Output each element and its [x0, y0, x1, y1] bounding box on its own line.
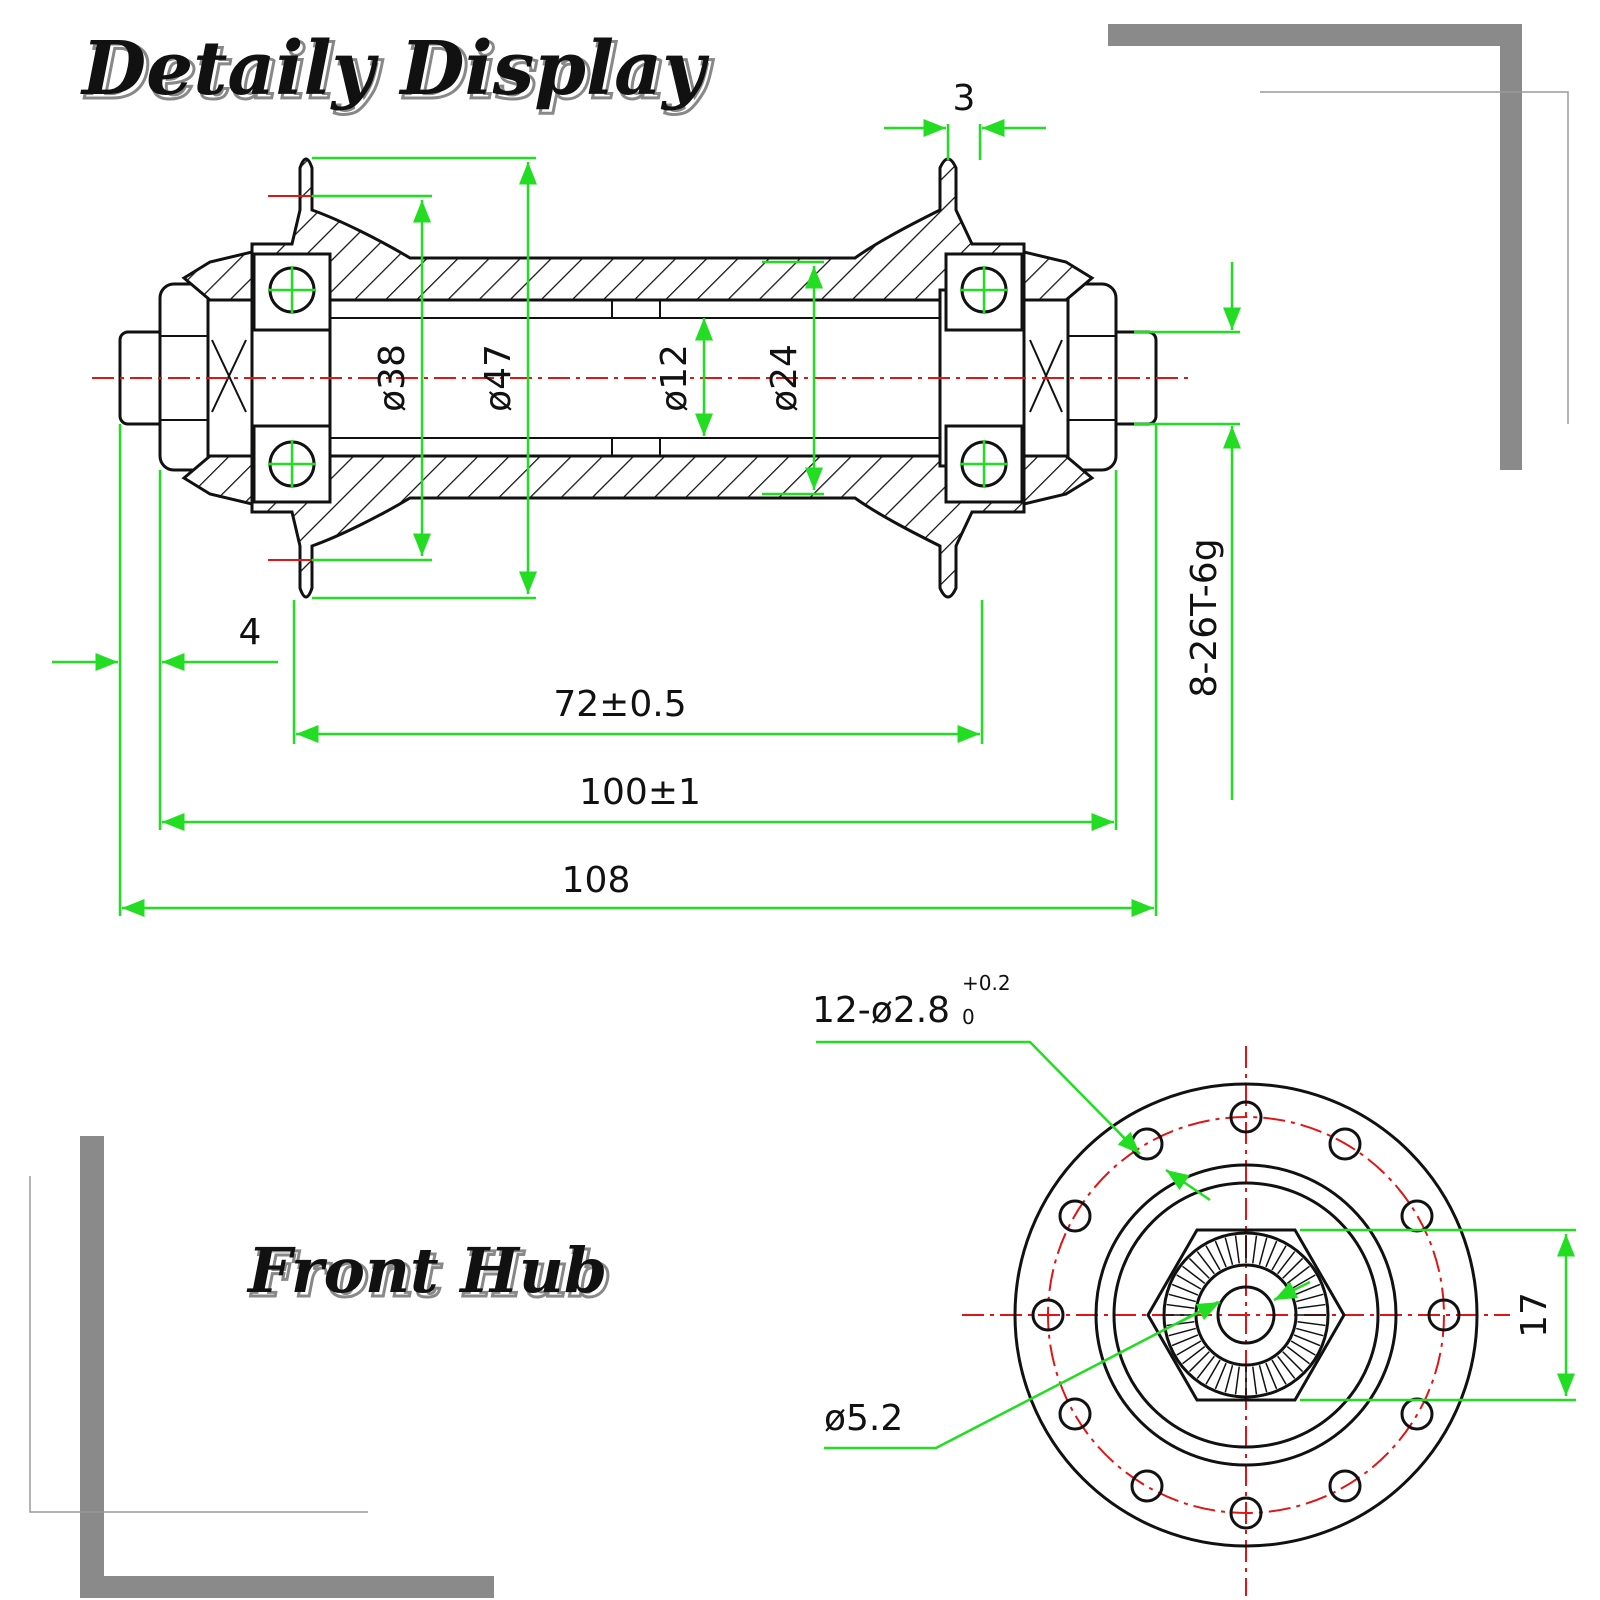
washer-serration — [1297, 1321, 1326, 1327]
washer-serration — [1205, 1359, 1221, 1385]
frame-corner-top-right — [1108, 24, 1569, 470]
washer-serration — [1168, 1293, 1196, 1303]
washer-serration — [1234, 1366, 1240, 1395]
washer-outer — [1162, 1231, 1330, 1399]
washer-serration — [1214, 1240, 1227, 1268]
washer-serration — [1265, 1240, 1278, 1268]
dim-overall-length: 108 — [562, 860, 631, 901]
dim-hex-size: 17 — [1514, 1292, 1555, 1338]
washer-serration — [1282, 1257, 1304, 1279]
washer-serration — [1188, 1257, 1210, 1279]
washer-serration — [1293, 1283, 1321, 1296]
washer-serration — [1282, 1351, 1304, 1373]
subtitle: Front Hub — [246, 1234, 607, 1307]
dim-d38: ø38 — [372, 344, 413, 412]
washer-serration — [1277, 1355, 1296, 1379]
dim-d24: ø24 — [764, 344, 805, 412]
title-shadow: Detaily Display — [84, 30, 714, 116]
dim-spoke-holes-lower: 0 — [962, 1005, 975, 1029]
washer-serration — [1286, 1346, 1310, 1365]
subtitle-shadow: Front Hub — [250, 1238, 611, 1311]
pitch-circle — [1047, 1116, 1445, 1514]
dim-spoke-holes-tolerance: +0.2 — [962, 971, 1011, 995]
washer-serration — [1252, 1235, 1258, 1264]
washer-serration — [1205, 1245, 1221, 1271]
hub-body-inner — [1112, 1181, 1380, 1449]
washer-serration — [1188, 1351, 1210, 1373]
subtitle-group: Front Hub Front Hub — [246, 1234, 613, 1313]
washer-serration — [1176, 1340, 1202, 1356]
washer-serration — [1171, 1283, 1199, 1296]
dim-bore: ø5.2 — [824, 1398, 903, 1439]
washer-serration — [1290, 1340, 1316, 1356]
washer-serration — [1196, 1251, 1215, 1275]
title-group: Detaily Display Detaily Display — [80, 26, 716, 118]
washer-serration — [1166, 1303, 1195, 1309]
washer-serration — [1176, 1274, 1202, 1290]
dim-spoke-holes: 12-ø2.8 — [812, 990, 950, 1031]
washer-serration — [1196, 1355, 1215, 1379]
washer-serration — [1271, 1245, 1287, 1271]
dim-d47: ø47 — [478, 344, 519, 412]
dim-left-offset: 4 — [239, 612, 262, 653]
washer-serration — [1168, 1327, 1196, 1337]
dim-d12: ø12 — [654, 344, 695, 412]
washer-serration — [1171, 1334, 1199, 1347]
side-view-dimensions: 3 ø38 ø47 ø12 ø24 8-26T-6g 4 — [52, 78, 1241, 917]
washer-serration — [1214, 1362, 1227, 1390]
washer-serration — [1293, 1334, 1321, 1347]
washer-serration — [1296, 1327, 1324, 1337]
washer-serration — [1286, 1265, 1310, 1284]
washer-serration — [1182, 1346, 1206, 1365]
hub-body-outer — [1094, 1163, 1398, 1467]
frame-corner-bottom-left — [29, 1136, 494, 1598]
washer-serration — [1224, 1365, 1234, 1393]
washer-serration — [1297, 1303, 1326, 1309]
washer-serrations — [1166, 1235, 1326, 1395]
washer-serration — [1182, 1265, 1206, 1284]
washer-serration — [1258, 1237, 1268, 1265]
dim-flange-spacing: 72±0.5 — [553, 684, 686, 725]
page-title: Detaily Display — [80, 26, 710, 112]
flange-outline — [1013, 1082, 1479, 1548]
dim-thread: 8-26T-6g — [1184, 538, 1225, 697]
hub-shell-top — [250, 157, 1026, 302]
washer-serration — [1277, 1251, 1296, 1275]
washer-serration — [1252, 1366, 1258, 1395]
washer-serration — [1258, 1365, 1268, 1393]
washer-serration — [1234, 1235, 1240, 1264]
hub-shell-bottom — [250, 454, 1026, 599]
washer-serration — [1296, 1293, 1324, 1303]
hex-nut — [1146, 1228, 1346, 1402]
hub-section-view — [92, 157, 1190, 599]
washer-serration — [1271, 1359, 1287, 1385]
dim-locknut-width: 100±1 — [579, 772, 701, 813]
end-view-dimensions: 12-ø2.8 0 +0.2 ø5.2 17 — [812, 971, 1576, 1450]
hub-end-view — [962, 1046, 1510, 1596]
washer-serration — [1265, 1362, 1278, 1390]
dim-flange-width: 3 — [953, 78, 976, 119]
washer-serration — [1224, 1237, 1234, 1265]
